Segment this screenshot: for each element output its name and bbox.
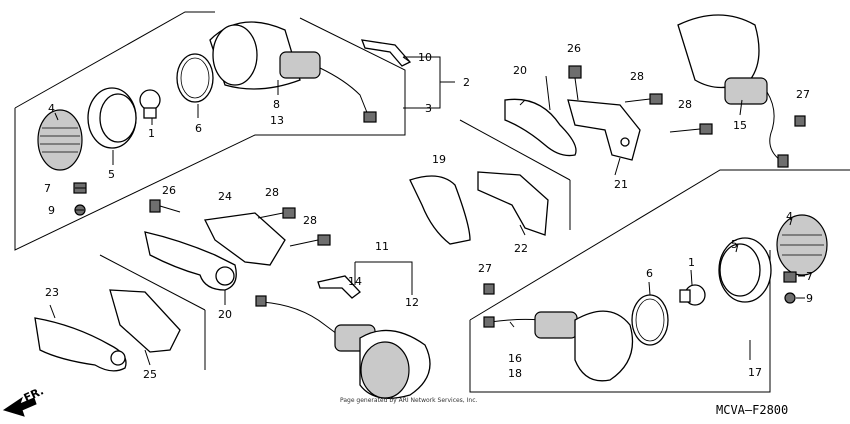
label-part-22: 22	[514, 242, 528, 255]
label-part-9-right: 9	[806, 292, 813, 305]
housing-12	[255, 295, 431, 399]
label-part-28-b: 28	[303, 214, 317, 227]
bolt-28-d	[669, 123, 713, 135]
screw-27-left	[483, 283, 495, 295]
label-part-28-d: 28	[678, 98, 692, 111]
bolt-26-right	[568, 65, 582, 101]
label-part-26-left: 26	[162, 184, 176, 197]
label-part-12: 12	[405, 296, 419, 309]
group-frame-rear-left	[14, 11, 406, 251]
label-part-20-right: 20	[513, 64, 527, 77]
stay-20-left	[144, 231, 237, 291]
label-part-2: 2	[463, 76, 470, 89]
bolt-26-left	[149, 199, 181, 213]
label-part-15: 15	[733, 119, 747, 132]
diagram-code: MCVA–F2800	[716, 403, 788, 417]
label-part-5-left: 5	[108, 168, 115, 181]
label-part-4-left: 4	[48, 102, 55, 115]
stay-20-right	[504, 98, 577, 157]
label-part-17: 17	[748, 366, 762, 379]
nut-7-right	[783, 271, 797, 283]
screw-9-right	[784, 292, 796, 304]
cover-19	[409, 175, 471, 245]
label-part-26-right: 26	[567, 42, 581, 55]
bracket-22	[477, 171, 549, 236]
gasket-6-left	[176, 53, 214, 103]
bolt-28-a	[257, 207, 296, 219]
label-part-1-right: 1	[688, 256, 695, 269]
label-part-23: 23	[45, 286, 59, 299]
label-part-28-a: 28	[265, 186, 279, 199]
label-part-9-left: 9	[48, 204, 55, 217]
label-part-16: 16	[508, 352, 522, 365]
bracket-10	[361, 39, 412, 67]
rim-5-right	[718, 237, 772, 303]
bracket-25	[109, 289, 181, 353]
label-part-28-c: 28	[630, 70, 644, 83]
copyright-note: Page generated by ARI Network Services, …	[340, 397, 477, 404]
bolt-28-c	[624, 93, 663, 105]
screw-27-right	[794, 115, 806, 127]
label-part-7-left: 7	[44, 182, 51, 195]
lens-4-left	[37, 109, 83, 171]
cover-24	[204, 212, 286, 266]
label-part-20-left: 20	[218, 308, 232, 321]
group-frame-mid	[99, 119, 571, 370]
label-part-1-left: 1	[148, 127, 155, 140]
label-part-4-right: 4	[786, 210, 793, 223]
arrow-left-icon	[2, 396, 37, 417]
rim-5-left	[87, 87, 137, 149]
label-part-27-left: 27	[478, 262, 492, 275]
label-part-7-right: 7	[806, 270, 813, 283]
label-part-10: 10	[418, 51, 432, 64]
label-part-19: 19	[432, 153, 446, 166]
bracket-14	[317, 275, 361, 299]
label-part-6-left: 6	[195, 122, 202, 135]
housing-15	[677, 14, 789, 168]
housing-8-left	[209, 21, 377, 123]
label-part-14: 14	[348, 275, 362, 288]
housing-16	[483, 310, 634, 382]
leader-lines	[49, 56, 805, 366]
cover-23	[34, 317, 127, 372]
label-part-21: 21	[614, 178, 628, 191]
label-part-13: 13	[270, 114, 284, 127]
bracket-21	[567, 99, 641, 161]
label-part-11: 11	[375, 240, 389, 253]
label-part-27-right: 27	[796, 88, 810, 101]
part-labels: 4 1 5 6 8 13 10 2 3 7 9 26 24 28 28 20 2…	[44, 42, 813, 381]
label-part-18: 18	[508, 367, 522, 380]
label-part-8: 8	[273, 98, 280, 111]
group-frame-front-right	[469, 169, 850, 393]
bulb-1-right	[679, 284, 706, 306]
bolt-28-b	[289, 234, 331, 247]
gasket-6-right	[631, 294, 669, 346]
direction-label: FR.	[22, 384, 46, 404]
label-part-24: 24	[218, 190, 232, 203]
label-part-5-right: 5	[731, 238, 738, 251]
bulb-1-left	[139, 89, 161, 119]
fr-direction-arrow: FR.	[2, 384, 46, 417]
label-part-3: 3	[425, 102, 432, 115]
lens-4-right	[776, 214, 828, 276]
label-part-25: 25	[143, 368, 157, 381]
label-part-6-right: 6	[646, 267, 653, 280]
